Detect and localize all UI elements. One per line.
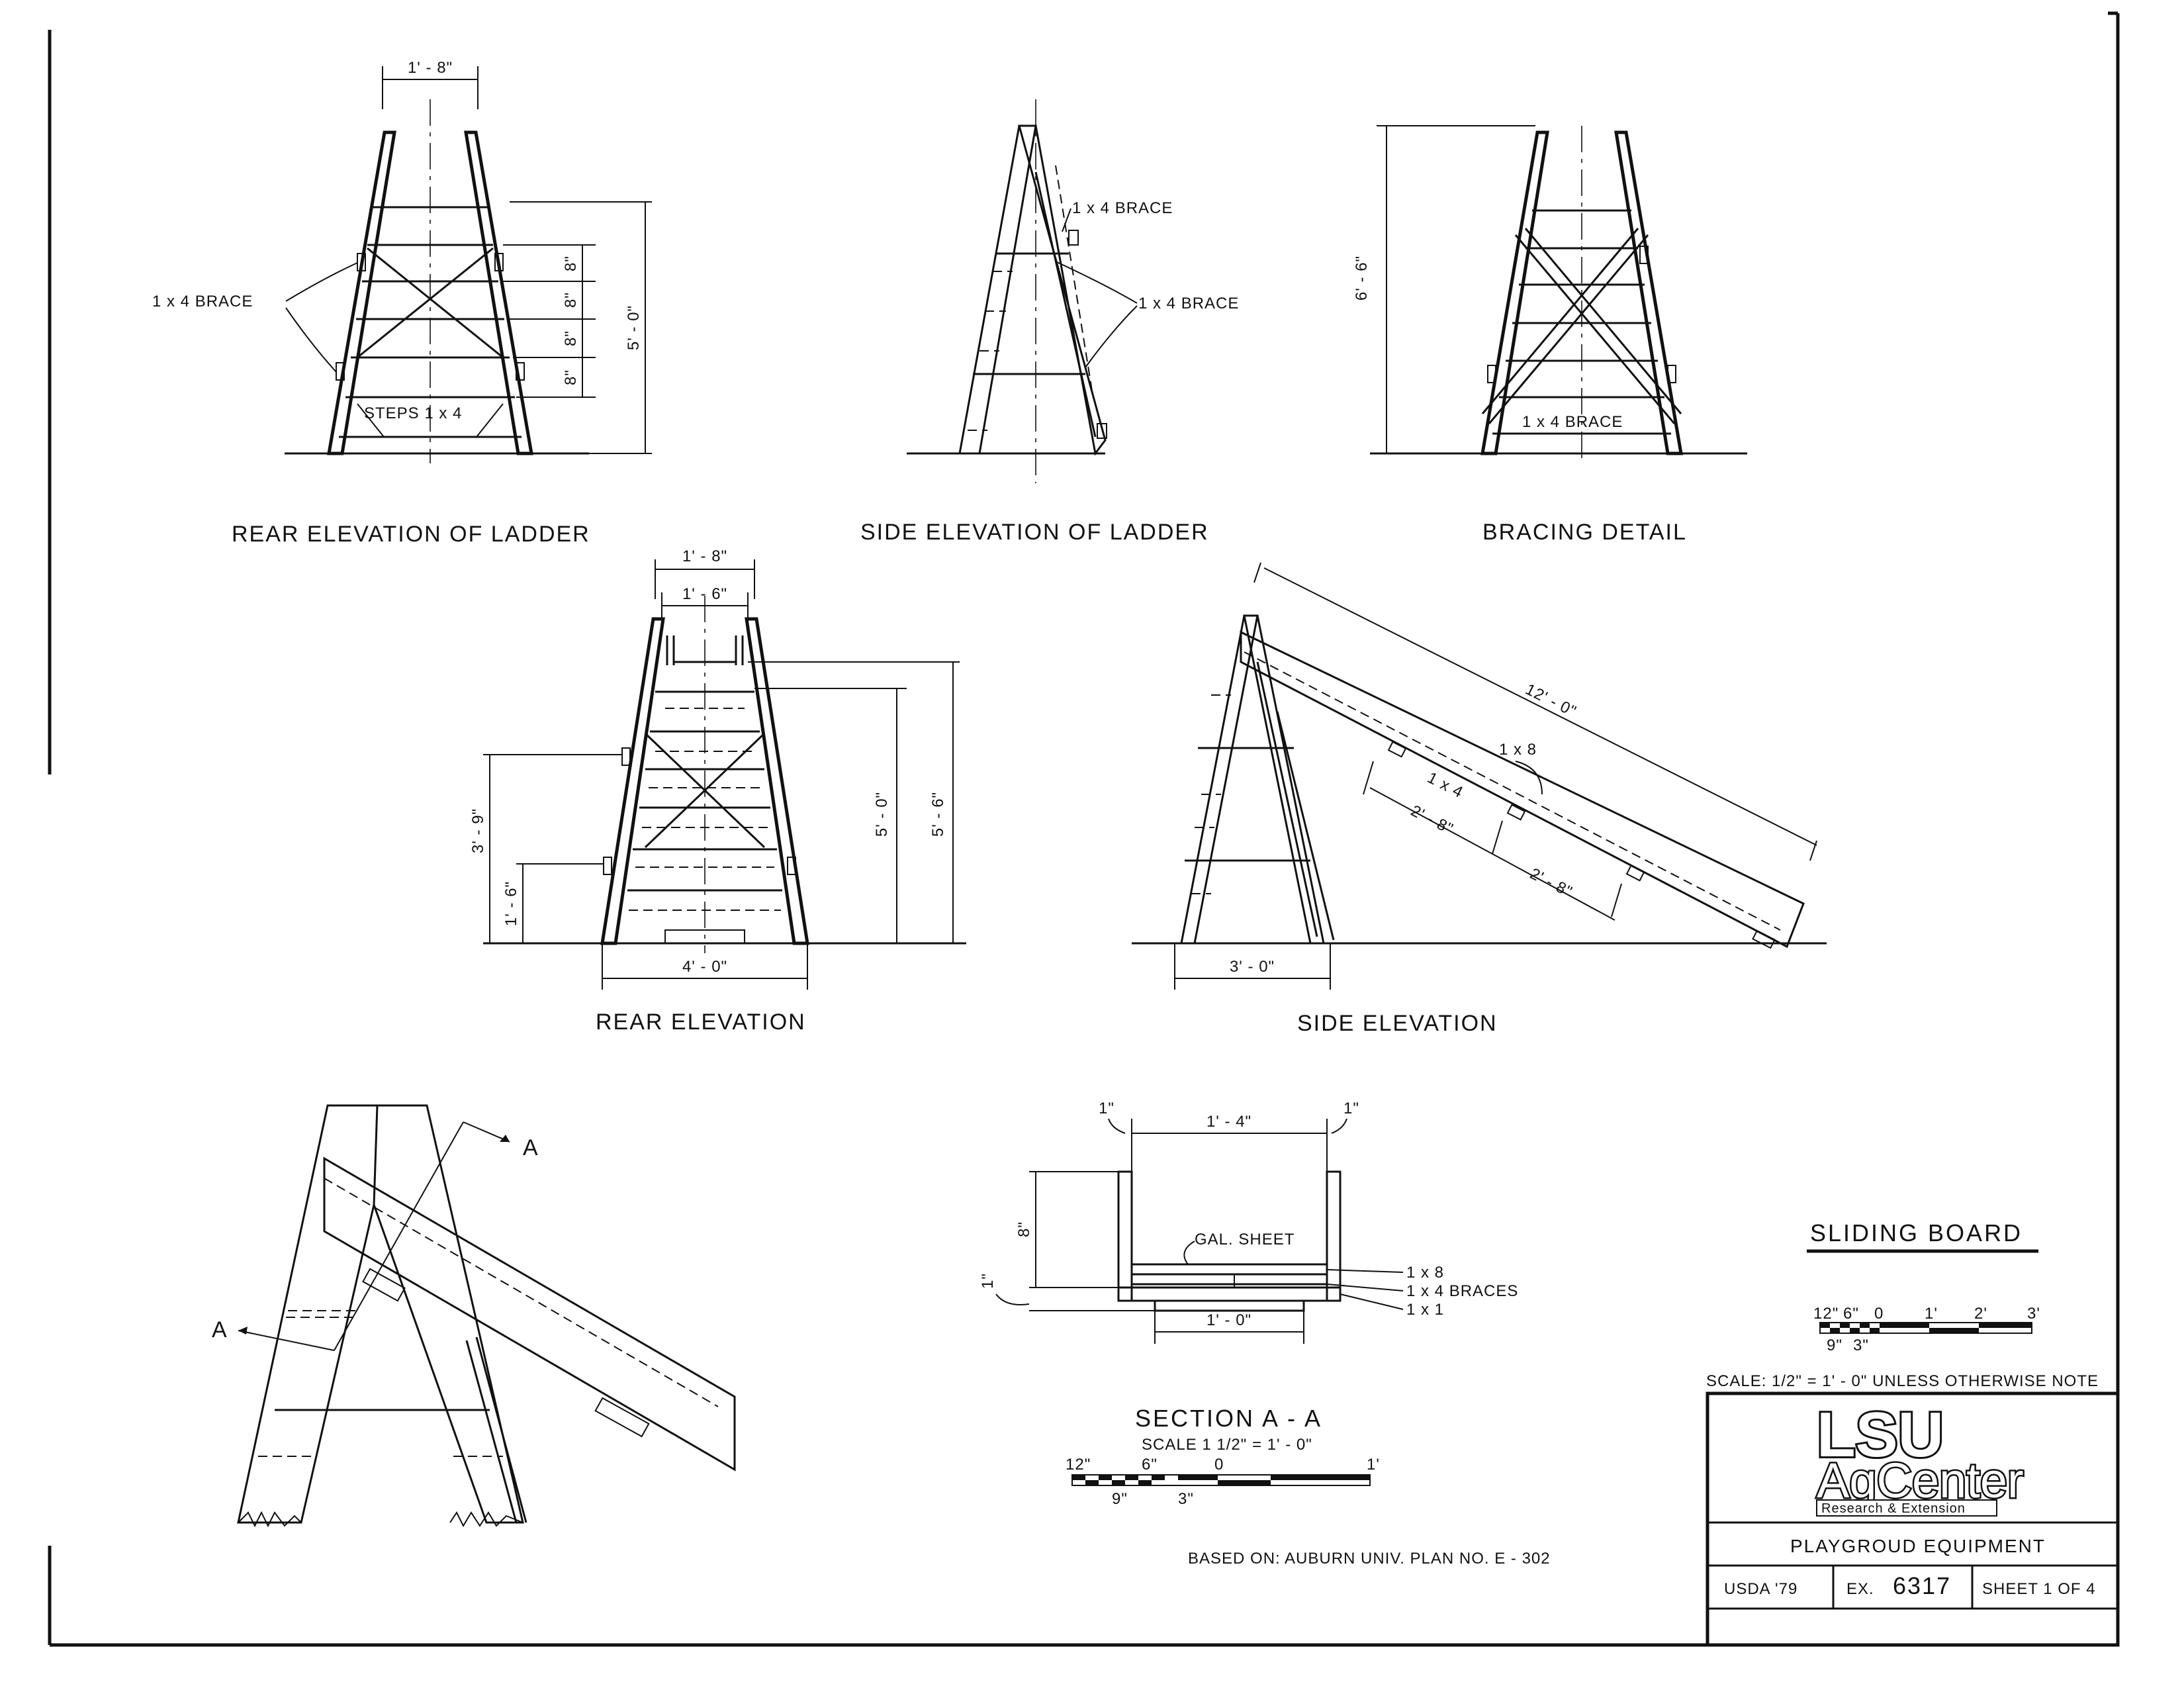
agency: USDA '79: [1724, 1580, 1797, 1598]
rear-dim-top-outer: 1' - 8": [682, 547, 727, 565]
side-ladder-view: 1 x 4 BRACE 1 x 4 BRACE SIDE ELEVATION O…: [860, 99, 1239, 545]
side-elevation-view: 12' - 0" 1 x 8 1 x 4 2' - 8" 2' - 8" 3' …: [1132, 562, 1827, 1036]
dim-base: 4' - 0": [602, 943, 808, 990]
section-dim-width: 1' - 4": [1206, 1113, 1251, 1131]
rear-ladder-spacing-1: 8": [562, 256, 580, 271]
section-scale-top-1: 12": [1066, 1456, 1091, 1474]
section-title: SECTION A - A: [1135, 1405, 1322, 1432]
section-dim-height: 8": [1015, 1221, 1033, 1237]
bracing-detail-view: 6' - 6" 1 x 4 BRACE BRACING DETAIL: [1353, 125, 1747, 545]
lsu-agcenter-logo: LSU AgCenter Research & Extension: [1815, 1397, 2025, 1517]
side-ladder-title: SIDE ELEVATION OF LADDER: [860, 520, 1209, 545]
title-scale-bottom-2: 3": [1853, 1336, 1869, 1354]
dim-top: 1' - 4" 1" 1": [1099, 1100, 1359, 1172]
bracing-dim-height: 6' - 6": [1353, 256, 1371, 301]
sheet-name: PLAYGROUD EQUIPMENT: [1790, 1536, 2046, 1556]
section-dim-left: 1": [1099, 1100, 1115, 1117]
rear-ladder-dim-height: 5' - 0": [625, 305, 643, 350]
dim-top-outer: 1' - 8": [655, 547, 755, 599]
bracing-brace-label: 1 x 4 BRACE: [1522, 413, 1623, 431]
dim-top-width: 1' - 8": [382, 59, 478, 109]
section-sheet-label: GAL. SHEET: [1195, 1231, 1295, 1248]
dim-height: 5' - 0": [510, 201, 652, 454]
dim-top-inner: 1' - 6": [661, 585, 749, 622]
side-dim-board: 12' - 0": [1522, 680, 1579, 721]
rear-ladder-spacing-2: 8": [562, 292, 580, 308]
section-scale-top-4: 1': [1367, 1456, 1380, 1474]
dim-bottom-thk: 1": [979, 1273, 1155, 1311]
side-ladder-brace-mid: 1 x 4 BRACE: [1138, 295, 1239, 312]
rear-dim-left-upper: 3' - 9": [469, 808, 487, 853]
section-scale-bottom-1: 9": [1112, 1490, 1128, 1508]
bracing-title: BRACING DETAIL: [1482, 520, 1687, 545]
side-dim-base: 3' - 0": [1230, 958, 1275, 976]
section-marker-top: A: [523, 1135, 539, 1160]
rear-ladder-spacing-3: 8": [562, 330, 580, 346]
section-aa-view: 1' - 4" 1" 1" 8" 1" 1' - 0" GAL. SHEET 1…: [979, 1100, 1518, 1508]
section-scale-top-2: 6": [1142, 1456, 1158, 1474]
side-board-label: 1 x 8: [1499, 741, 1537, 759]
title-scale-top-6: 3': [2027, 1305, 2040, 1323]
dim-height: 8": [1015, 1171, 1118, 1288]
section-scale-bottom-2: 3": [1178, 1490, 1194, 1508]
dim-base: 3' - 0": [1174, 943, 1331, 990]
logo-research-extension: Research & Extension: [1821, 1501, 1966, 1516]
cross-brace: [357, 247, 504, 359]
side-ladder-brace-top: 1 x 4 BRACE: [1072, 199, 1173, 217]
side-elevation-title: SIDE ELEVATION: [1297, 1011, 1498, 1036]
section-scale-top-3: 0: [1214, 1456, 1224, 1474]
rear-ladder-dim-top: 1' - 8": [408, 59, 453, 77]
section-callout-2: 1 x 4 BRACES: [1406, 1282, 1518, 1300]
dim-right: 5' - 0" 5' - 6": [748, 661, 960, 943]
section-dim-bottom: 1' - 0": [1206, 1311, 1251, 1329]
project-title: SLIDING BOARD: [1810, 1219, 2023, 1246]
section-scale-text: SCALE 1 1/2" = 1' - 0": [1142, 1436, 1312, 1454]
title-scale-top-3: 0: [1874, 1305, 1884, 1323]
rear-ladder-title: REAR ELEVATION OF LADDER: [232, 522, 590, 547]
rear-ladder-spacing-4: 8": [562, 369, 580, 385]
rear-dim-top-inner: 1' - 6": [682, 585, 727, 603]
rear-dim-right-inner: 5' - 0": [873, 792, 891, 837]
section-callout-1: 1 x 8: [1406, 1264, 1444, 1282]
section-callout-3: 1 x 1: [1406, 1301, 1444, 1319]
rear-dim-right-outer: 5' - 6": [929, 792, 947, 837]
section-marker-left: A: [212, 1317, 228, 1342]
title-scale-top-1: 12": [1813, 1305, 1839, 1323]
section-dim-right: 1": [1343, 1100, 1359, 1117]
title-block: SLIDING BOARD 12" 6" 0 1' 2' 3' 9" 3" SC…: [1706, 1219, 2120, 1647]
rear-ladder-brace-label: 1 x 4 BRACE: [152, 293, 253, 310]
dim-left: 3' - 9" 1' - 6": [469, 754, 622, 943]
dim-rung-spacing: 8" 8" 8" 8": [503, 244, 596, 398]
dim-height: 6' - 6": [1353, 125, 1535, 454]
rear-dim-left-lower: 1' - 6": [502, 881, 520, 926]
side-cleat-label: 1 x 4: [1424, 769, 1466, 802]
title-scale-top-5: 2': [1974, 1305, 1987, 1323]
title-scale-top-4: 1': [1925, 1305, 1938, 1323]
side-dim-spacing-b: 2' - 8": [1527, 865, 1575, 901]
logo-lsu: LSU: [1817, 1399, 1944, 1470]
ex-label: EX.: [1846, 1580, 1874, 1598]
section-key-detail: A A: [212, 1104, 736, 1528]
side-dim-spacing-a: 2' - 8": [1408, 802, 1456, 838]
rear-ladder-steps-label: STEPS 1 x 4: [364, 404, 462, 422]
title-scale-bottom-1: 9": [1827, 1336, 1843, 1354]
sheet-number: SHEET 1 OF 4: [1982, 1580, 2096, 1598]
title-scalebar: 12" 6" 0 1' 2' 3' 9" 3": [1813, 1305, 2040, 1354]
rear-elevation-title: REAR ELEVATION: [596, 1009, 806, 1035]
credit-line: BASED ON: AUBURN UNIV. PLAN NO. E - 302: [1188, 1550, 1551, 1568]
scale-note: SCALE: 1/2" = 1' - 0" UNLESS OTHERWISE N…: [1706, 1372, 2099, 1390]
ladder-rungs: [339, 206, 522, 438]
sheet-border: [48, 11, 2120, 1647]
section-dim-bottom-thk: 1": [979, 1273, 997, 1289]
section-scalebar: 12" 6" 0 1' 9" 3": [1066, 1456, 1380, 1508]
ex-number: 6317: [1893, 1572, 1951, 1599]
rear-ladder-view: 1' - 8" 8" 8" 8" 8" 5' - 0" 1 x 4 BRACE …: [152, 59, 652, 547]
dim-bottom: 1' - 0": [1154, 1311, 1304, 1344]
rear-dim-base: 4' - 0": [682, 958, 727, 976]
title-scale-top-2: 6": [1843, 1305, 1859, 1323]
rear-elevation-view: 1' - 8" 1' - 6" 3' - 9" 1' - 6" 5' - 0" …: [469, 547, 966, 1035]
